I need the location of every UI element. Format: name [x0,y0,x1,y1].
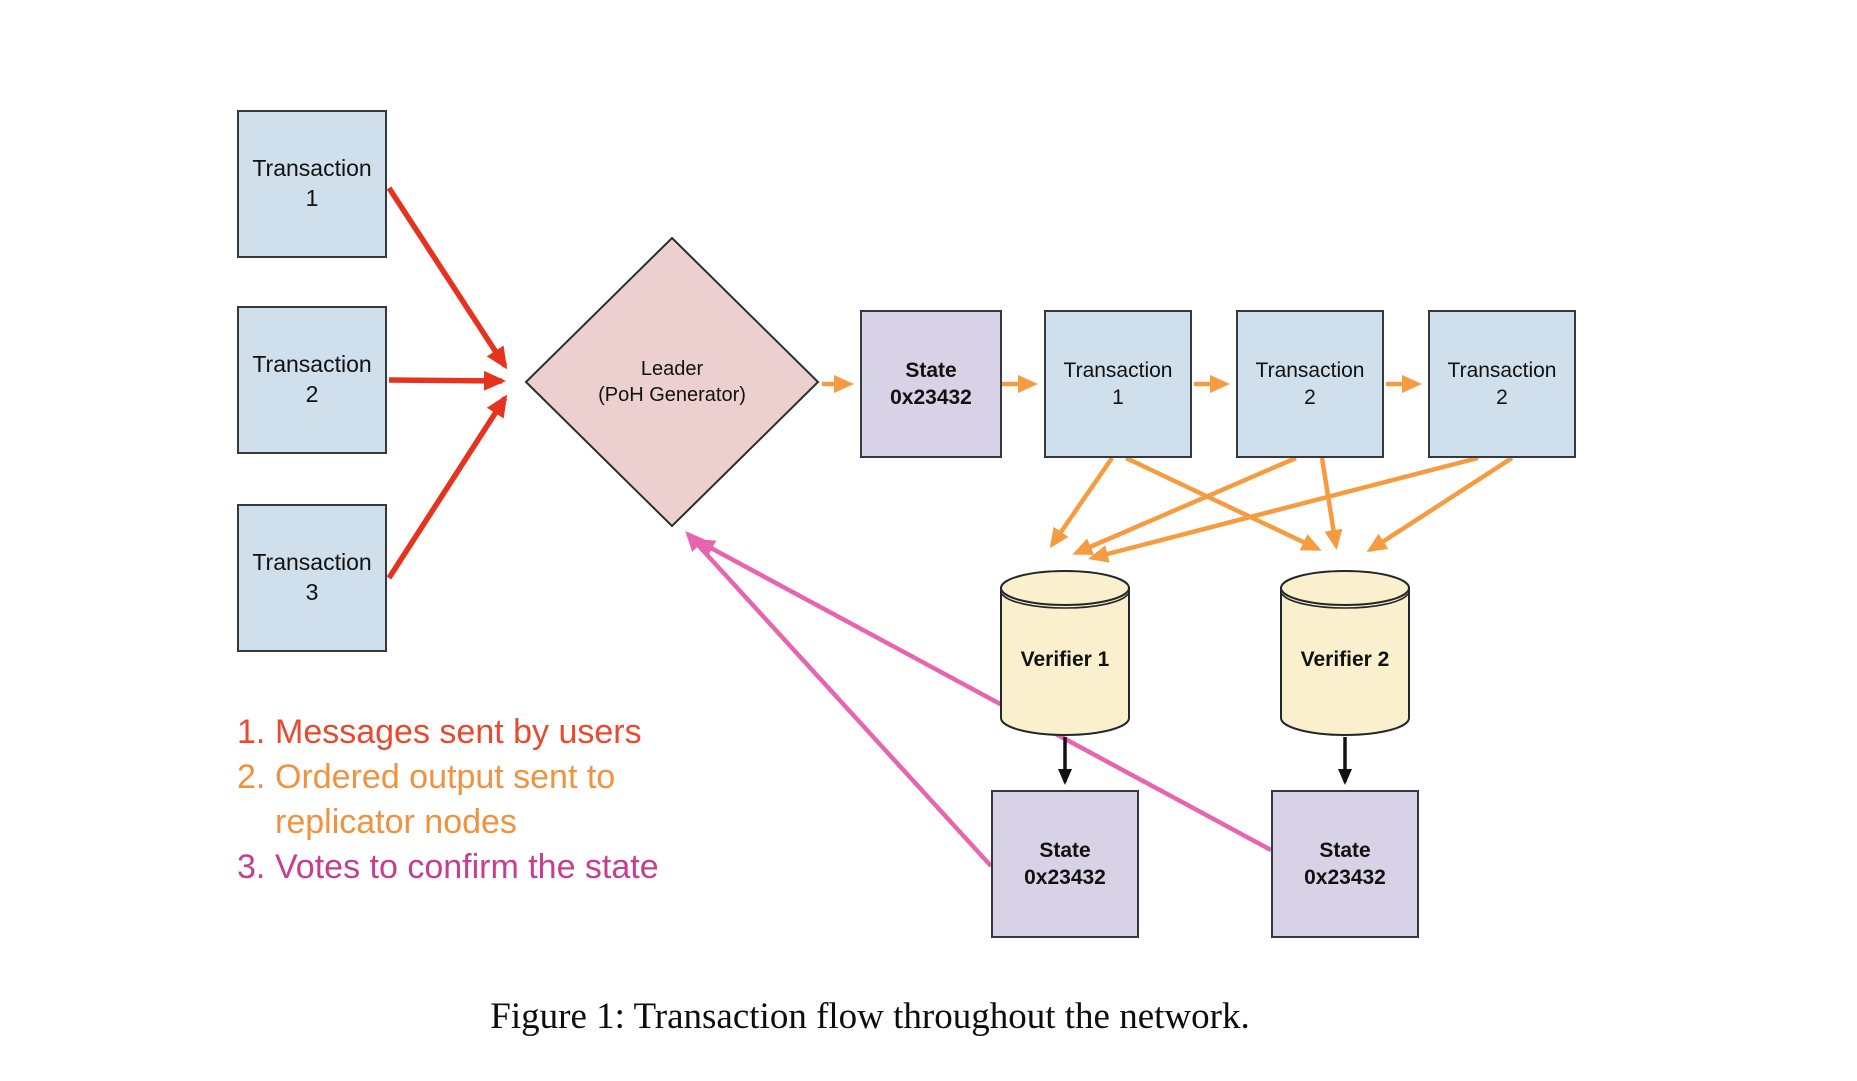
legend-item-number: 2. [237,758,266,796]
leader-diamond-shape [524,236,820,528]
legend: 1. Messages sent by users 2. Ordered out… [237,710,705,890]
legend-item-number: 3. [237,848,266,886]
node-verifier-2-label: Verifier 2 [1300,648,1390,672]
legend-item-text: Messages sent by users [275,713,642,751]
node-verifier-1-label: Verifier 1 [1020,648,1110,672]
figure-caption: Figure 1: Transaction flow throughout th… [490,996,1250,1037]
node-seq-transaction-3: Transaction 2 [1428,310,1576,458]
node-seq-transaction-2: Transaction 2 [1236,310,1384,458]
verifier-1-cylinder [1000,570,1130,736]
node-verifier-2-state: State 0x23432 [1271,790,1419,938]
arrow-seq-tx3-to-verifier2 [1366,456,1514,553]
user-message-arrows [386,186,508,580]
legend-item-votes: 3. Votes to confirm the state [237,845,705,890]
node-verifier-1-state: State 0x23432 [991,790,1139,938]
legend-item-ordered-output: 2. Ordered output sent to replicator nod… [237,755,705,845]
node-transaction-input-2: Transaction 2 [237,306,387,454]
state-arrows [1058,737,1352,785]
verifier-1-cylinder-rim [1001,593,1129,609]
arrow-tx3-to-leader [386,394,508,580]
verifier-1-cylinder-top [1000,570,1130,606]
legend-item-number: 1. [237,713,266,751]
node-seq-transaction-1: Transaction 1 [1044,310,1192,458]
arrow-state2-vote-to-leader [694,539,1273,852]
arrow-seq-tx1-to-verifier1 [1049,456,1114,549]
verifier-1-cylinder-body [1000,587,1130,736]
verifier-2-cylinder-top [1280,570,1410,606]
verifier-2-cylinder [1280,570,1410,736]
legend-item-text: Votes to confirm the state [275,848,659,886]
arrow-seq-tx2-to-verifier2 [1319,457,1343,550]
legend-item-text: Ordered output sent to replicator nodes [275,758,616,841]
node-generated-state: State 0x23432 [860,310,1002,458]
arrow-tx2-to-leader [388,370,506,391]
arrow-seq-tx2-to-verifier1 [1072,455,1297,556]
vote-arrows [685,531,1273,868]
arrow-tx1-to-leader [386,186,508,370]
ordered-output-arrows [822,375,1514,563]
legend-item-messages: 1. Messages sent by users [237,710,705,755]
verifier-2-cylinder-rim [1281,593,1409,609]
arrow-seq-tx3-to-verifier1 [1088,455,1479,563]
arrow-state1-vote-to-leader [685,531,993,868]
arrow-seq-tx1-to-verifier2 [1125,455,1322,552]
node-leader-label: Leader (PoH Generator) [598,358,746,406]
verifier-2-cylinder-body [1280,587,1410,736]
node-transaction-input-3: Transaction 3 [237,504,387,652]
node-transaction-input-1: Transaction 1 [237,110,387,258]
